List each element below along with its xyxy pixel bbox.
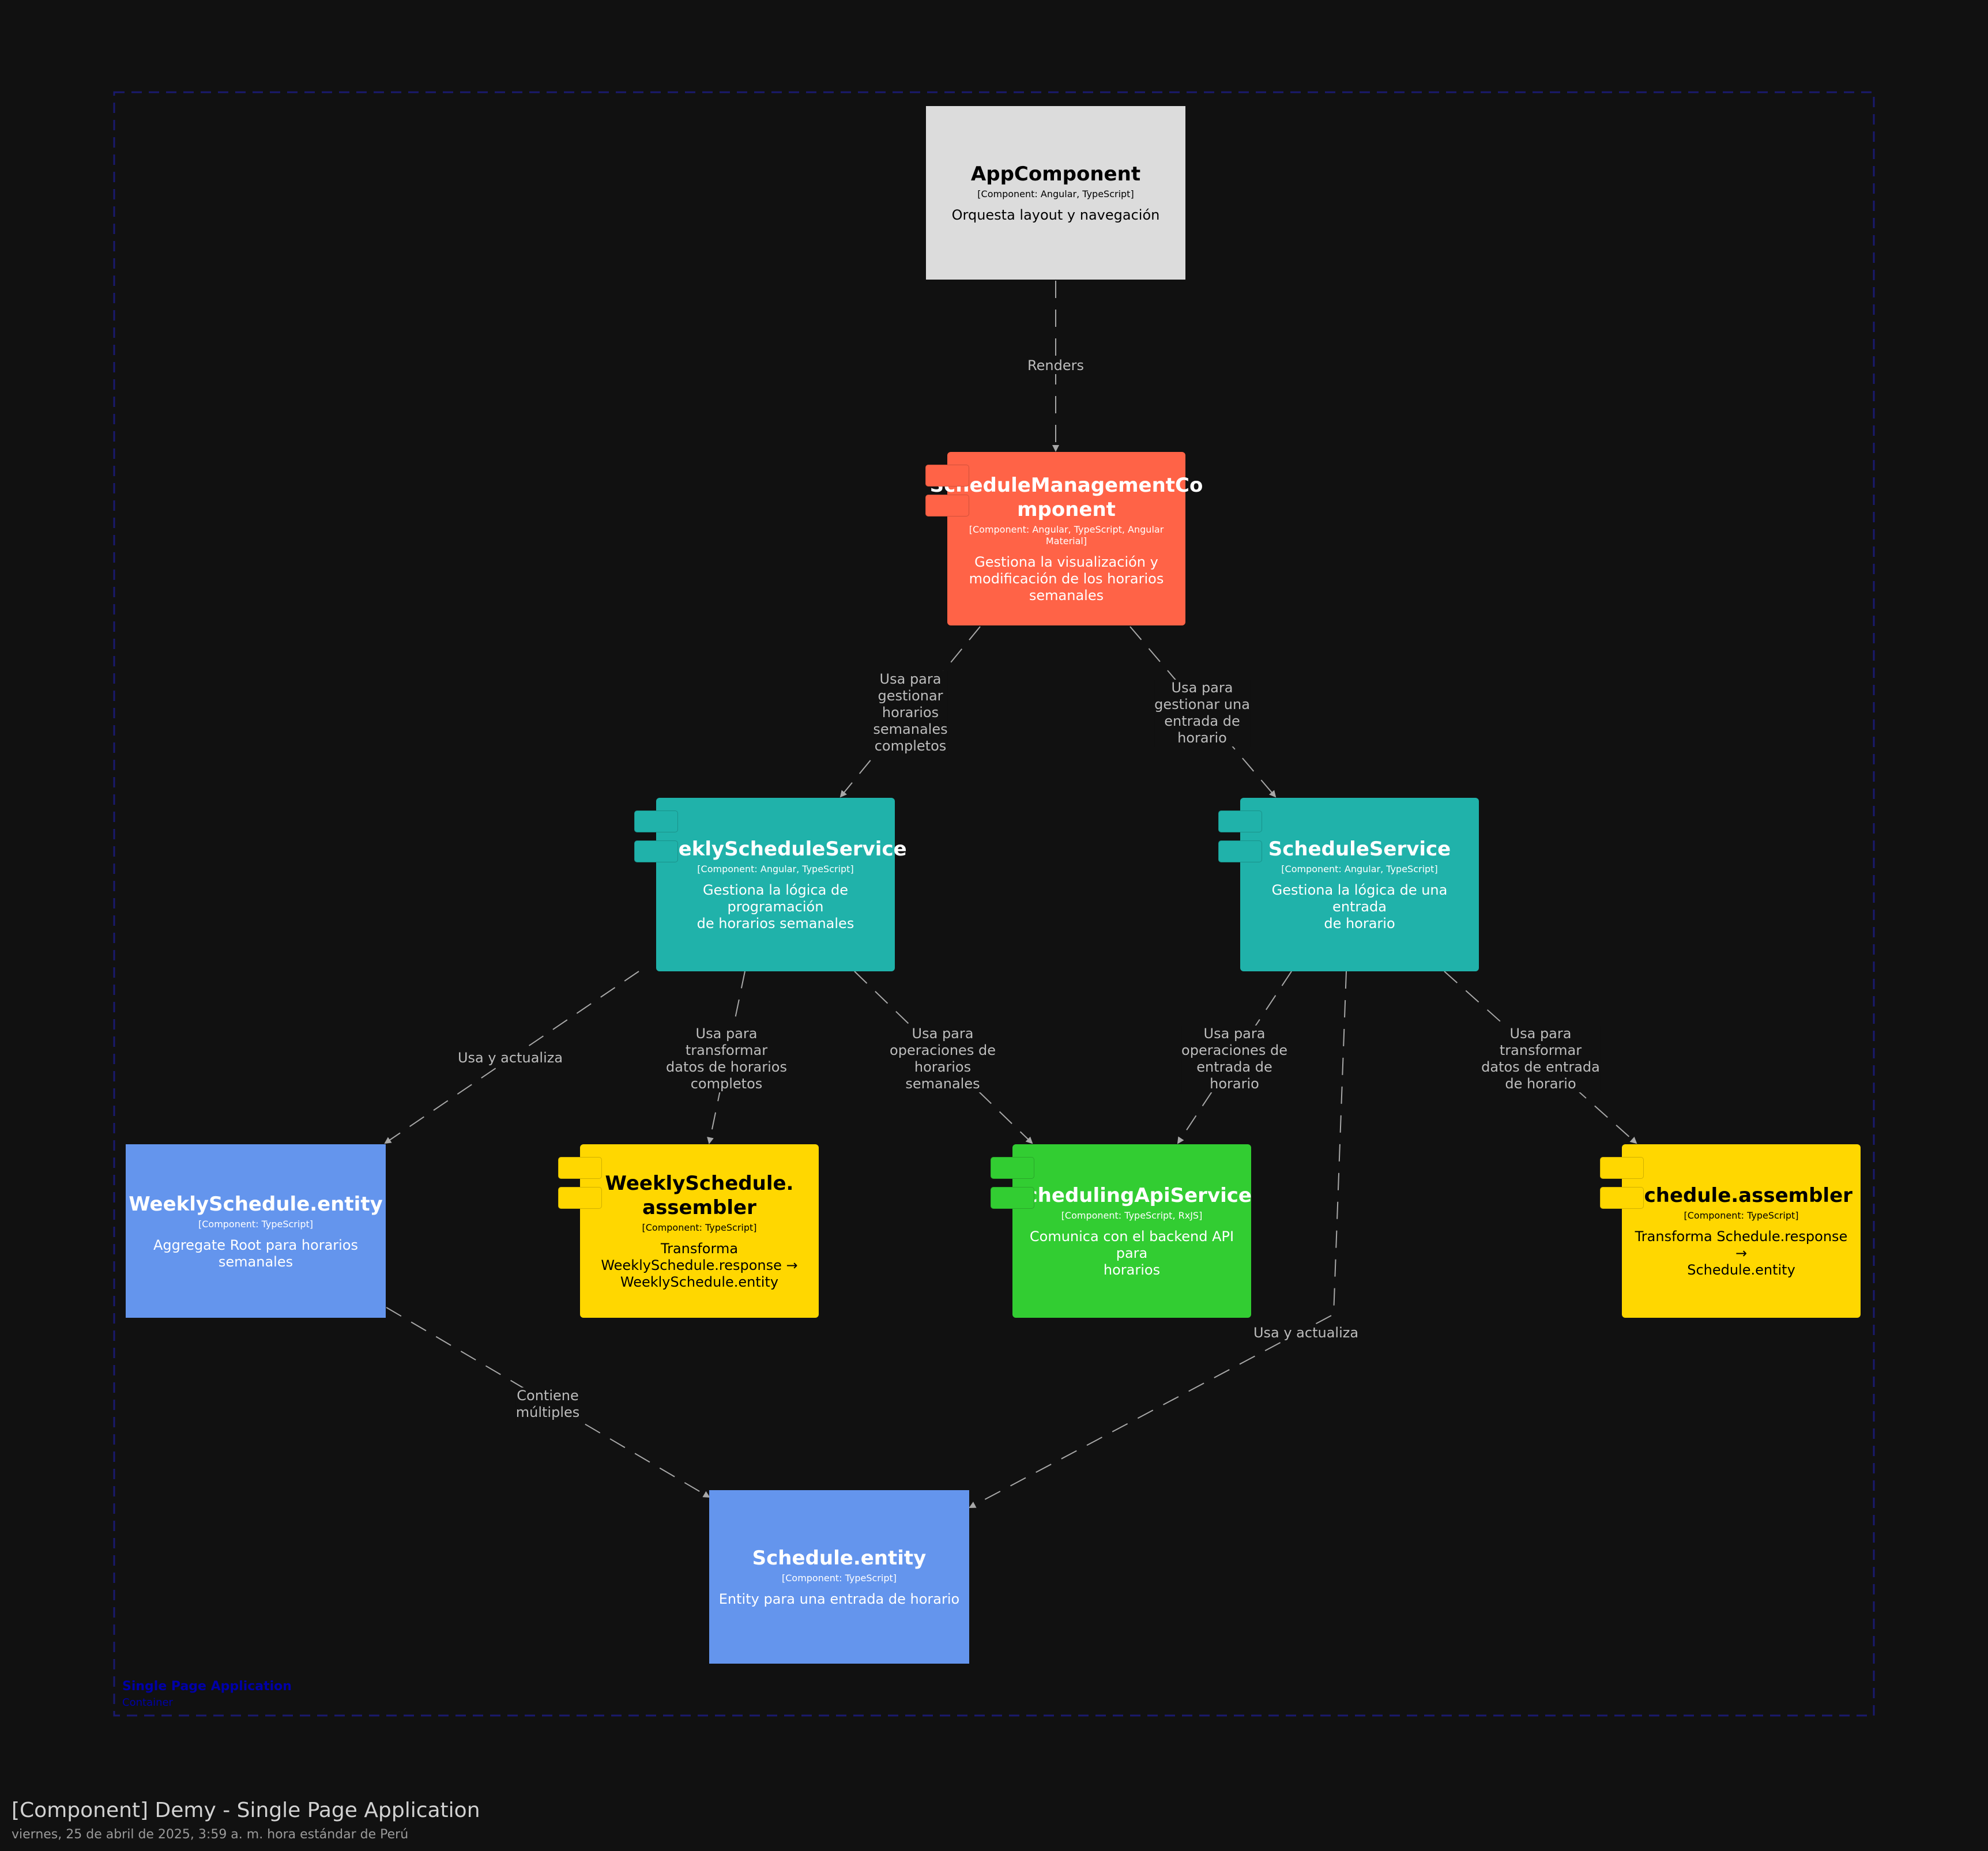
weekly-schedule-entity-node[interactable]: WeeklySchedule.entity [Component: TypeSc…	[126, 1144, 386, 1318]
edge-schedule-to-entity	[969, 971, 1347, 1508]
node-title: AppComponent	[970, 163, 1141, 186]
node-description: Comunica con el backend API para horario…	[1029, 1228, 1234, 1278]
node-title: ScheduleManagementCo mponent	[929, 474, 1203, 521]
node-description: Gestiona la visualización y modificación…	[969, 554, 1164, 604]
node-description: Transforma Schedule.response → Schedule.…	[1635, 1228, 1848, 1278]
edge-mgmt-to-weekly	[839, 626, 981, 798]
node-description: Orquesta layout y navegación	[951, 207, 1160, 223]
edge-label-weekly-to-assembler: Usa para transformar datos de horarios c…	[666, 1026, 787, 1092]
edge-label-weekly-to-api: Usa para operaciones de horarios semanal…	[890, 1026, 996, 1092]
edge-label-renders: Renders	[1027, 357, 1084, 374]
component-icon	[991, 1157, 1034, 1179]
edge-label-weekly-to-entity: Usa y actualiza	[457, 1050, 563, 1066]
node-description: Gestiona la lógica de una entrada de hor…	[1271, 882, 1448, 932]
schedule-entity-node[interactable]: Schedule.entity [Component: TypeScript] …	[709, 1490, 969, 1664]
component-icon	[925, 495, 969, 517]
node-title: WeeklySchedule. assembler	[605, 1172, 794, 1219]
node-title: SchedulingApiService	[1012, 1184, 1252, 1207]
boundary-type: Container	[122, 1697, 173, 1709]
weekly-schedule-service-node[interactable]: WeeklyScheduleService [Component: Angula…	[644, 798, 907, 971]
node-technology: [Component: TypeScript, RxJS]	[1061, 1210, 1203, 1221]
node-description: Entity para una entrada de horario	[718, 1591, 960, 1607]
component-icon	[1600, 1157, 1644, 1179]
node-technology: [Component: Angular, TypeScript]	[697, 864, 854, 874]
node-title: WeeklySchedule.entity	[129, 1192, 383, 1216]
component-icon	[925, 465, 969, 487]
edge-label-mgmt-to-weekly: Usa para gestionar horarios semanales co…	[873, 671, 948, 755]
edge-label-schedule-to-entity: Usa y actualiza	[1253, 1325, 1359, 1341]
node-technology: [Component: TypeScript]	[198, 1218, 313, 1230]
node-description: Aggregate Root para horarios semanales	[153, 1236, 359, 1270]
node-technology: [Component: TypeScript]	[642, 1222, 757, 1233]
component-icon	[1218, 840, 1262, 862]
boundary-box	[113, 91, 1875, 1717]
edge-label-schedule-to-assembler: Usa para transformar datos de entrada de…	[1481, 1026, 1600, 1092]
component-icon	[558, 1157, 602, 1179]
schedule-management-component-node[interactable]: ScheduleManagementCo mponent [Component:…	[930, 452, 1203, 625]
weekly-schedule-assembler-node[interactable]: WeeklySchedule. assembler [Component: Ty…	[580, 1144, 819, 1318]
edge-label-schedule-to-api: Usa para operaciones de entrada de horar…	[1181, 1026, 1287, 1092]
node-title: Schedule.entity	[752, 1547, 927, 1570]
diagram-title: [Component] Demy - Single Page Applicati…	[12, 1799, 480, 1822]
edge-label-contains: Contiene múltiples	[515, 1388, 580, 1421]
component-icon	[558, 1187, 602, 1209]
component-icon	[634, 840, 678, 862]
scheduling-api-service-node[interactable]: SchedulingApiService [Component: TypeScr…	[1012, 1144, 1252, 1318]
node-title: Schedule.assembler	[1630, 1184, 1853, 1207]
component-icon	[991, 1187, 1034, 1209]
edge-label-mgmt-to-schedule: Usa para gestionar una entrada de horari…	[1154, 680, 1250, 747]
node-technology: [Component: Angular, TypeScript]	[977, 189, 1134, 199]
node-title: ScheduleService	[1268, 838, 1451, 861]
node-description: Gestiona la lógica de programación de ho…	[696, 882, 854, 932]
schedule-service-node[interactable]: ScheduleService [Component: Angular, Typ…	[1240, 798, 1479, 971]
node-technology: [Component: TypeScript]	[781, 1573, 897, 1584]
component-icon	[1600, 1187, 1644, 1209]
component-icon	[634, 810, 678, 832]
boundary-name: Single Page Application	[122, 1679, 292, 1694]
component-icon	[1218, 810, 1262, 832]
node-technology: [Component: Angular, TypeScript]	[1281, 864, 1438, 874]
node-technology: [Component: Angular, TypeScript, Angular…	[969, 524, 1164, 546]
node-description: Transforma WeeklySchedule.response → Wee…	[601, 1241, 798, 1290]
edge-mgmt-to-schedule	[1129, 626, 1277, 798]
node-technology: [Component: TypeScript]	[1684, 1210, 1799, 1221]
app-component-node[interactable]: AppComponent [Component: Angular, TypeSc…	[926, 106, 1185, 280]
schedule-assembler-node[interactable]: Schedule.assembler [Component: TypeScrip…	[1622, 1144, 1861, 1318]
node-title: WeeklyScheduleService	[644, 838, 907, 861]
diagram-date: viernes, 25 de abril de 2025, 3:59 a. m.…	[12, 1827, 409, 1842]
